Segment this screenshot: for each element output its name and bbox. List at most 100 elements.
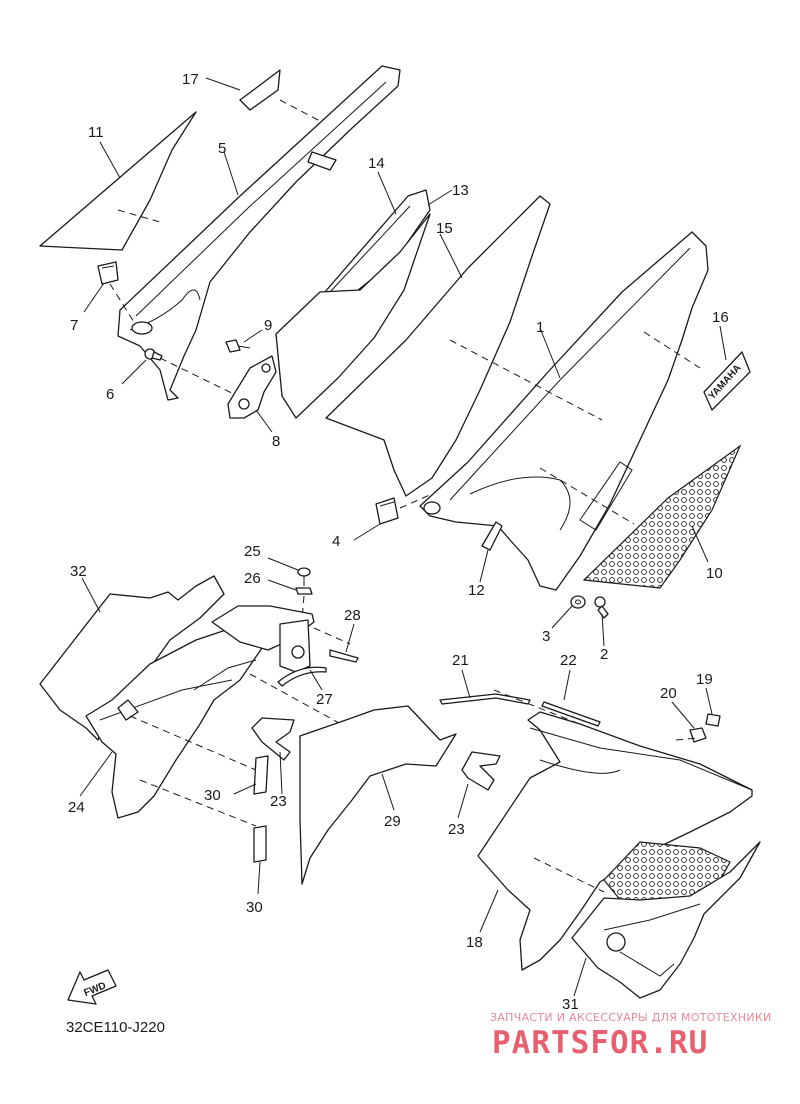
leader-31 (573, 957, 587, 997)
leader-32 (81, 577, 101, 613)
part-8-bracket (227, 355, 277, 419)
callout-9: 9 (264, 317, 272, 334)
dash-18 (533, 857, 605, 893)
part-22-strip (541, 701, 601, 727)
callout-28: 28 (344, 607, 361, 624)
part-13-panel (275, 213, 431, 419)
dash-6 (159, 357, 243, 399)
dash-bracket (313, 627, 351, 645)
callout-18: 18 (466, 934, 483, 951)
leader-9 (243, 329, 263, 343)
callout-22: 22 (560, 652, 577, 669)
leader-25 (267, 557, 299, 571)
callout-20: 20 (660, 685, 677, 702)
leader-30-lower (257, 861, 261, 895)
part-19-screw (705, 713, 721, 727)
part-27-strip (277, 666, 327, 687)
callout-10: 10 (706, 565, 723, 582)
callout-6: 6 (106, 386, 114, 403)
callout-29: 29 (384, 813, 401, 830)
callout-13: 13 (452, 182, 469, 199)
part-28-strip (329, 649, 359, 663)
leader-17 (205, 77, 241, 91)
callout-19: 19 (696, 671, 713, 688)
dash-17 (279, 99, 319, 121)
part-6-bolt (144, 348, 163, 361)
fwd-arrow-icon: FWD (67, 969, 117, 1005)
callout-7: 7 (70, 317, 78, 334)
callout-4: 4 (332, 533, 340, 550)
leader-11 (99, 141, 121, 179)
callout-3: 3 (542, 628, 550, 645)
callout-23-right: 23 (448, 821, 465, 838)
dash-24 (129, 715, 257, 771)
dash-24b (139, 779, 257, 827)
part-15-side-cover (325, 195, 551, 497)
leader-23-left (279, 751, 283, 795)
callout-23-left: 23 (270, 793, 287, 810)
leader-15 (439, 233, 463, 279)
part-7-clip (97, 261, 119, 285)
leader-2 (601, 613, 605, 647)
leader-5 (223, 151, 239, 196)
part-5-frame-cover (117, 65, 401, 401)
part-10-mesh-panel (582, 444, 742, 589)
part-4-clip (375, 497, 399, 525)
leader-30-upper (233, 783, 257, 795)
leader-29 (381, 773, 395, 811)
part-23-clip-right (461, 751, 501, 791)
leader-4 (353, 523, 381, 541)
callout-32: 32 (70, 563, 87, 580)
callout-30-upper: 30 (204, 787, 221, 804)
callout-21: 21 (452, 652, 469, 669)
part-20-nut (689, 727, 707, 743)
leader-22 (563, 669, 571, 701)
dash-1 (449, 339, 603, 421)
part-25-screw (297, 567, 311, 586)
callout-16: 16 (712, 309, 729, 326)
dash-1b (539, 467, 635, 525)
leader-27 (309, 669, 323, 691)
leader-1 (539, 327, 561, 379)
part-23-clip-left (251, 717, 295, 761)
part-30-pad-upper (253, 755, 269, 795)
callout-2: 2 (600, 646, 608, 663)
part-29-flap (299, 705, 457, 885)
part-26-nut (295, 587, 313, 595)
leader-14 (377, 171, 397, 215)
leader-18 (479, 889, 499, 933)
diagram-code: 32CE110-J220 (66, 1019, 165, 1036)
callout-11: 11 (88, 124, 104, 141)
dash-4 (399, 493, 433, 509)
callout-31: 31 (562, 996, 579, 1013)
leader-19 (705, 687, 713, 715)
cowl-bracket (211, 605, 315, 673)
callout-25: 25 (244, 543, 261, 560)
part-3-washer (570, 595, 586, 609)
leader-12 (479, 549, 489, 583)
callout-30-lower: 30 (246, 899, 263, 916)
part-31-graphic-panel (571, 841, 761, 999)
part-32-cowl (39, 575, 225, 741)
part-11-decal (39, 111, 197, 251)
leader-3 (551, 605, 573, 629)
part-12-tab (481, 521, 503, 551)
part-1-main-cover (419, 231, 709, 591)
callout-14: 14 (368, 155, 385, 172)
leader-26 (267, 579, 297, 591)
part-2-bolt (594, 596, 609, 619)
callout-27: 27 (316, 691, 333, 708)
part-17-label (239, 69, 281, 111)
callout-26: 26 (244, 570, 261, 587)
callout-labels: 1 2 3 4 5 6 7 8 9 10 11 12 13 14 15 16 1… (68, 71, 729, 1013)
dash-20 (675, 737, 699, 741)
leader-16 (719, 325, 727, 361)
callout-15: 15 (436, 220, 453, 237)
dash-7 (109, 283, 135, 323)
leader-23-right (457, 783, 469, 819)
callout-17: 17 (182, 71, 199, 88)
watermark-tagline: ЗАПЧАСТИ И АКСЕССУАРЫ ДЛЯ МОТОТЕХНИКИ (490, 1011, 772, 1024)
leader-7 (83, 282, 105, 313)
